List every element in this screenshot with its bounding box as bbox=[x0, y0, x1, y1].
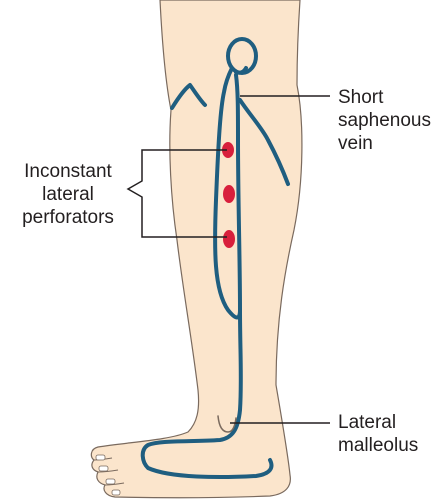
toenail bbox=[112, 490, 120, 495]
label-line: Short bbox=[338, 86, 431, 109]
label-line: lateral bbox=[8, 183, 128, 206]
label-line: vein bbox=[338, 132, 431, 155]
perforator-dot bbox=[223, 230, 235, 248]
label-line: saphenous bbox=[338, 109, 431, 132]
label-lateral-malleolus: Lateral malleolus bbox=[338, 411, 418, 457]
perforator-dot bbox=[223, 185, 235, 203]
toenail bbox=[96, 455, 105, 460]
label-line: Inconstant bbox=[8, 160, 128, 183]
label-inconstant-lateral-perforators: Inconstant lateral perforators bbox=[8, 160, 128, 229]
label-line: malleolus bbox=[338, 434, 418, 457]
label-line: perforators bbox=[8, 206, 128, 229]
label-line: Lateral bbox=[338, 411, 418, 434]
label-short-saphenous-vein: Short saphenous vein bbox=[338, 86, 431, 155]
toenail bbox=[99, 466, 108, 471]
toenail bbox=[106, 479, 115, 484]
